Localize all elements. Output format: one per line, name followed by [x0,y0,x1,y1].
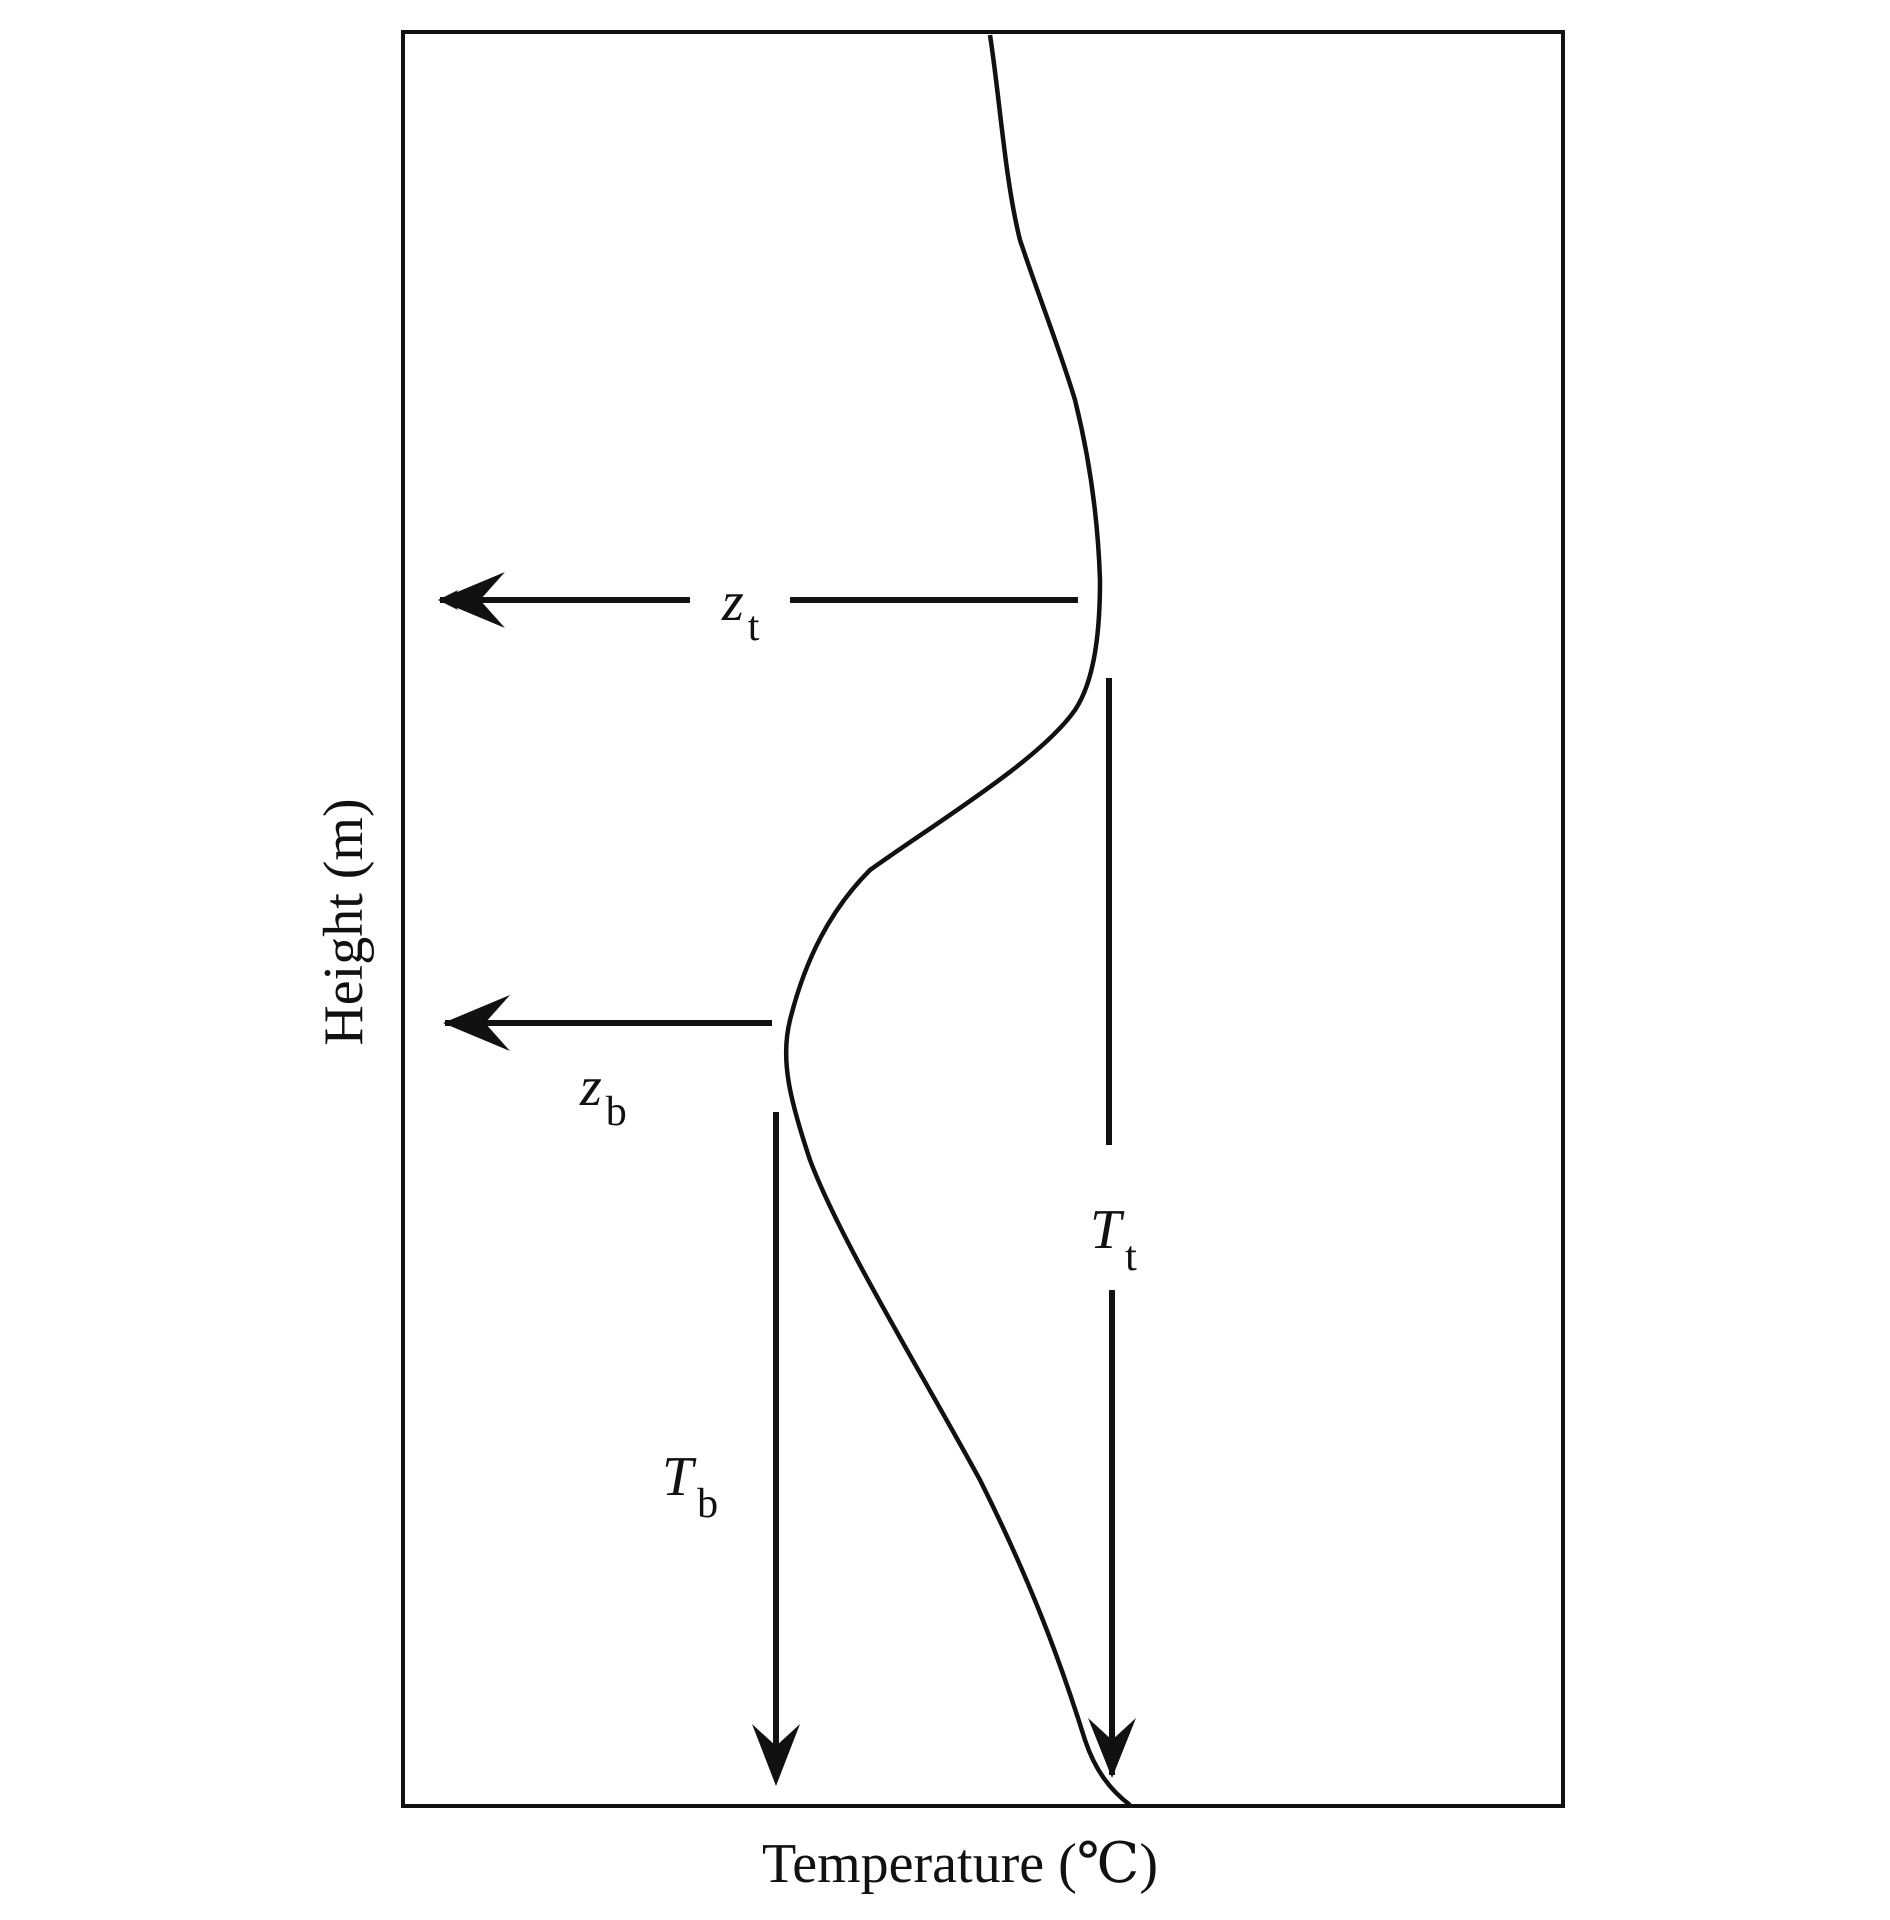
tb-arrowhead [752,1724,800,1786]
y-axis-label: Height (m) [313,798,375,1045]
x-axis-label: Temperature (℃) [762,1833,1158,1895]
temperature-profile-curve [783,34,1132,1807]
plot-frame [401,30,1565,1808]
tt-label: Tt [1090,1199,1137,1280]
zt-label: zt [721,571,760,650]
zb-arrowhead [443,995,510,1051]
tt-arrowhead [1088,1718,1136,1778]
zb-label: zb [579,1056,627,1135]
zt-arrowhead [438,572,505,628]
tb-label: Tb [662,1446,718,1527]
